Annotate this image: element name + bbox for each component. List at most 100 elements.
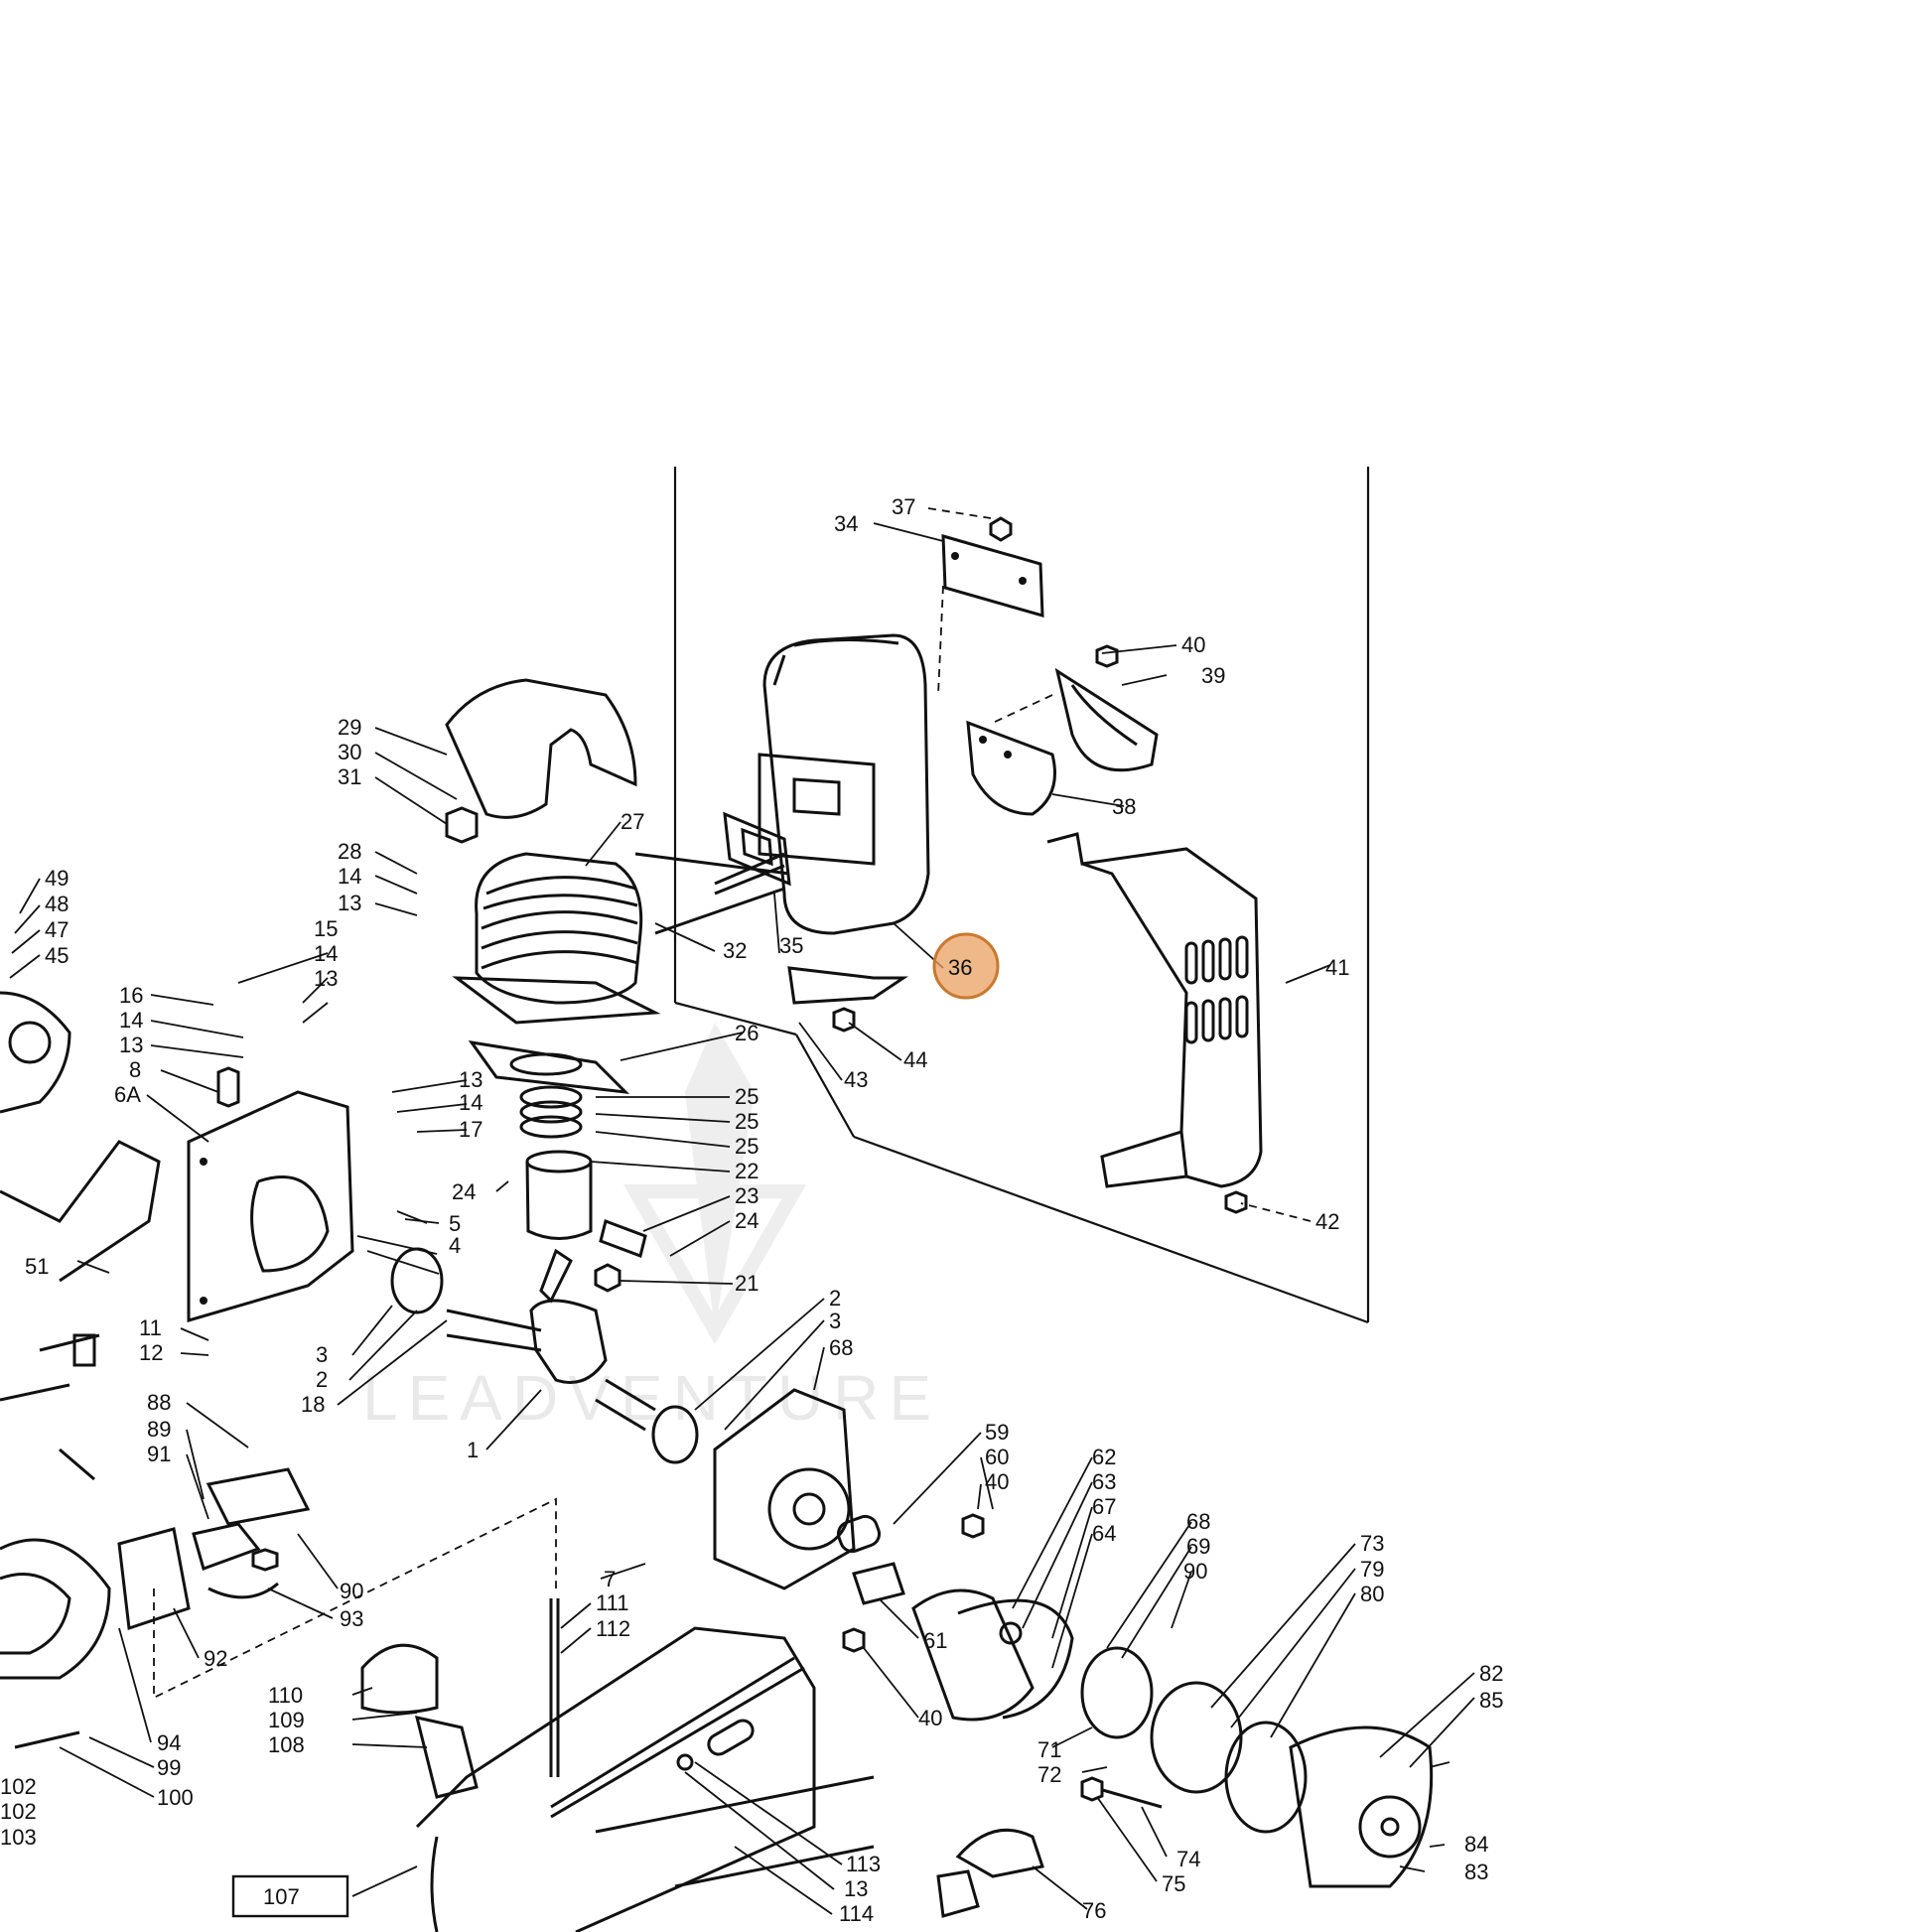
callout-26: 26 [735, 1021, 759, 1045]
callout-35: 35 [779, 933, 803, 958]
callout-108: 108 [268, 1732, 305, 1757]
callout-14c: 14 [119, 1008, 143, 1033]
leader-lines [9, 507, 1475, 1915]
callout-8: 8 [129, 1057, 141, 1082]
callout-23: 23 [735, 1183, 759, 1208]
callout-107: 107 [263, 1884, 300, 1909]
callout-39: 39 [1201, 663, 1225, 688]
callout-3a: 3 [316, 1342, 328, 1367]
callout-45: 45 [45, 943, 69, 968]
piston-and-rings [519, 1085, 647, 1293]
callout-40c: 40 [918, 1706, 942, 1730]
heat-shield-plates [966, 644, 1159, 816]
callout-29: 29 [338, 715, 361, 740]
fuel-cap [360, 1643, 479, 1799]
callout-64: 64 [1092, 1521, 1116, 1546]
callout-13e: 13 [844, 1876, 868, 1901]
callout-13b: 13 [314, 966, 338, 991]
callout-38: 38 [1112, 794, 1136, 819]
callout-27: 27 [621, 809, 644, 834]
watermark-logo [622, 1023, 807, 1345]
callout-69: 69 [1186, 1534, 1210, 1559]
callout-102a: 102 [0, 1774, 37, 1799]
callout-99: 99 [157, 1755, 181, 1780]
callout-59: 59 [985, 1420, 1009, 1445]
callout-40: 40 [1181, 632, 1205, 657]
callout-32: 32 [723, 938, 747, 963]
callout-83: 83 [1464, 1860, 1488, 1884]
callout-88: 88 [147, 1390, 171, 1415]
callout-17: 17 [459, 1117, 483, 1142]
callout-5: 5 [449, 1211, 461, 1236]
callout-73: 73 [1360, 1531, 1384, 1556]
callout-16: 16 [119, 983, 143, 1008]
muffler-studs [634, 852, 790, 935]
callout-13a: 13 [338, 891, 361, 915]
callout-24a: 24 [452, 1179, 476, 1204]
callout-2a: 2 [316, 1367, 328, 1392]
callout-31: 31 [338, 764, 361, 789]
crankshaft [390, 1247, 699, 1464]
muffler-body [714, 633, 930, 935]
muffler-cover-plate [937, 516, 1044, 696]
callout-36: 36 [948, 955, 972, 980]
callout-3b: 3 [829, 1309, 841, 1333]
air-filter-housing [0, 991, 161, 1749]
callout-1: 1 [467, 1438, 479, 1462]
cylinder-head [452, 852, 661, 1025]
callout-74: 74 [1176, 1847, 1200, 1871]
muffler-gasket [723, 811, 791, 887]
callout-14b: 14 [314, 941, 338, 966]
callout-2b: 2 [829, 1286, 841, 1311]
callout-80: 80 [1360, 1582, 1384, 1606]
highlight-marker-36[interactable] [932, 932, 1000, 1000]
callout-79: 79 [1360, 1557, 1384, 1582]
callout-63: 63 [1092, 1469, 1116, 1494]
muffler-assembly-frame [673, 467, 1370, 1324]
callout-72: 72 [1037, 1762, 1061, 1787]
starter-handle [936, 1828, 1044, 1918]
part-107-label-box [231, 1874, 349, 1918]
cylinder-gasket [468, 1039, 630, 1094]
callout-labels: 37 34 40 39 38 41 42 36 44 43 35 32 29 3… [0, 494, 1503, 1926]
callout-48: 48 [45, 892, 69, 916]
callout-37: 37 [892, 494, 915, 519]
fuel-pickup-line [549, 1598, 560, 1777]
callout-28: 28 [338, 839, 361, 864]
callout-40b: 40 [985, 1469, 1009, 1494]
callout-67: 67 [1092, 1494, 1116, 1519]
callout-60: 60 [985, 1445, 1009, 1469]
callout-71: 71 [1037, 1737, 1061, 1762]
callout-4: 4 [449, 1233, 461, 1258]
callout-90b: 90 [1183, 1559, 1207, 1584]
callout-109: 109 [268, 1708, 305, 1732]
muffler-guard [1046, 832, 1263, 1214]
guard-slots [1184, 935, 1249, 1044]
callout-22: 22 [735, 1159, 759, 1183]
callout-42: 42 [1315, 1209, 1339, 1234]
callout-18: 18 [301, 1392, 325, 1417]
callout-11: 11 [139, 1315, 162, 1340]
callout-47: 47 [45, 917, 69, 942]
callout-34: 34 [834, 511, 858, 536]
callout-13d: 13 [459, 1067, 483, 1092]
callout-68a: 68 [829, 1335, 853, 1360]
callout-111: 111 [596, 1590, 628, 1615]
clutch-drum-assembly [911, 1588, 1434, 1888]
spark-plug-wire [1080, 1776, 1163, 1809]
callout-68b: 68 [1186, 1509, 1210, 1534]
callout-41: 41 [1325, 955, 1349, 980]
callout-62: 62 [1092, 1445, 1116, 1469]
cylinder-shroud [445, 678, 637, 844]
callout-100: 100 [157, 1785, 194, 1810]
callout-25b: 25 [735, 1109, 759, 1134]
callout-25a: 25 [735, 1084, 759, 1109]
callout-89: 89 [147, 1417, 171, 1442]
callout-112: 112 [596, 1616, 630, 1641]
callout-103: 103 [0, 1825, 37, 1850]
crankcase-half-right [713, 1388, 856, 1590]
callout-91: 91 [147, 1442, 171, 1466]
callout-24b: 24 [735, 1208, 759, 1233]
callout-12: 12 [139, 1340, 163, 1365]
